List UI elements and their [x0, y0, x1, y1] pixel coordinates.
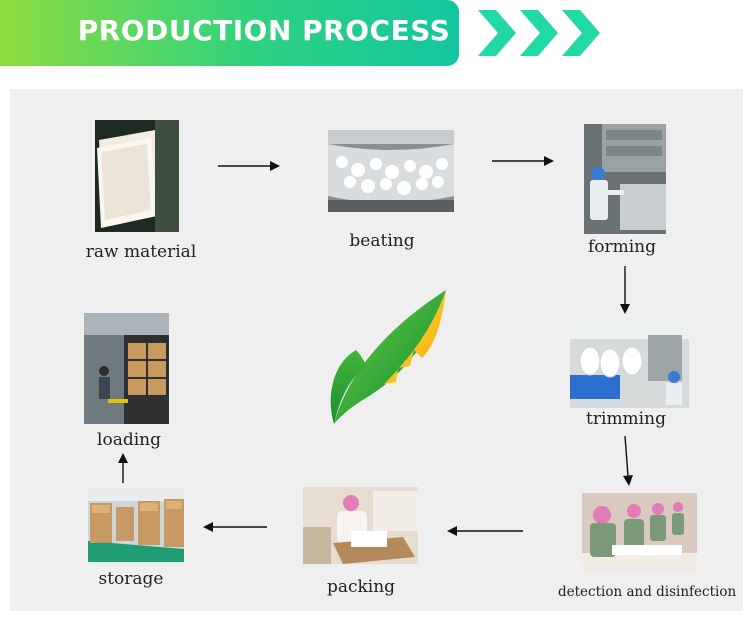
forming-photo: [584, 124, 666, 234]
step-label-detection: detection and disinfection: [558, 584, 737, 600]
step-label-beating: beating: [349, 231, 415, 251]
header-banner: [0, 0, 459, 66]
arrow-forming-to-trimming: [620, 266, 630, 314]
beating-photo: [328, 130, 454, 212]
green-leaf-logo-icon: [330, 290, 446, 424]
arrow-beating-to-forming: [492, 156, 554, 166]
raw-material-photo: [95, 120, 179, 232]
step-label-trimming: trimming: [586, 409, 666, 429]
arrow-detection-to-packing: [447, 526, 523, 536]
arrow-raw-to-beating: [218, 161, 280, 171]
trimming-photo: [570, 325, 689, 408]
chevrons-right-icon: [478, 10, 600, 56]
step-label-storage: storage: [98, 569, 164, 589]
arrow-storage-to-loading: [118, 453, 128, 483]
loading-photo: [84, 313, 169, 424]
step-label-packing: packing: [326, 577, 396, 597]
arrow-packing-to-storage: [203, 522, 267, 532]
page-title: PRODUCTION PROCESS: [77, 14, 451, 47]
step-label-raw-material: raw material: [85, 242, 197, 262]
step-label-loading: loading: [97, 430, 161, 450]
arrow-trimming-to-detection: [623, 436, 633, 486]
step-label-forming: forming: [587, 237, 657, 257]
storage-photo: [88, 489, 184, 562]
packing-photo: [303, 487, 418, 564]
detection-photo: [582, 493, 697, 571]
